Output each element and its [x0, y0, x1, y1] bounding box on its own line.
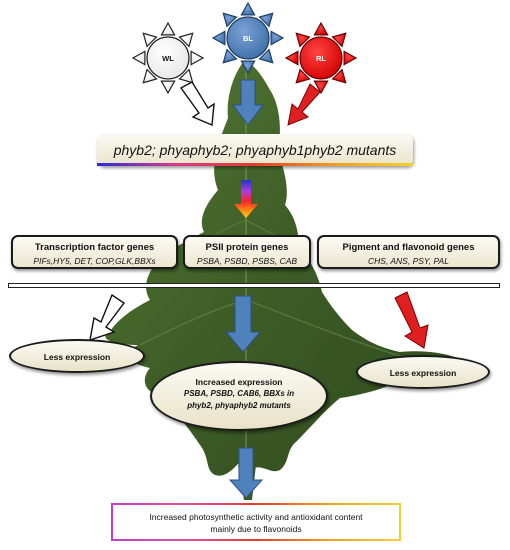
pigment-flavonoid-genes: CHS, ANS, PSY, PAL — [368, 256, 449, 266]
spectrum-arrow — [234, 180, 258, 218]
sun-ray — [270, 30, 285, 46]
sun-ray — [313, 80, 329, 95]
sun-ray — [142, 32, 158, 48]
sun-ray — [343, 50, 358, 66]
white-light-label: WL — [162, 54, 174, 63]
sun-ray — [178, 32, 194, 48]
final-outcome-line2: mainly due to flavonoids — [210, 524, 302, 534]
mutants-box: phyb2; phyaphyb2; phyaphyb1phyb2 mutants — [97, 134, 413, 166]
white-down-arrow — [89, 293, 126, 342]
sun-ray — [160, 80, 176, 95]
red-light-arrow — [287, 83, 321, 126]
sun-ray — [160, 21, 176, 36]
red-light-sun-icon: RL — [284, 21, 358, 95]
sun-ray — [295, 68, 311, 84]
sun-ray — [258, 48, 274, 64]
pigment-flavonoid-title: Pigment and flavonoid genes — [342, 242, 475, 253]
less-expression-right: Less expression — [356, 355, 490, 389]
increased-expression-line1: PSBA, PSBD, CAB6, BBXs in — [183, 389, 295, 398]
blue-light-arrow — [232, 79, 264, 126]
blue-final-arrow — [228, 447, 264, 499]
red-light-label: RL — [316, 54, 326, 63]
blue-light-label: BL — [243, 34, 253, 43]
sun-ray — [190, 50, 205, 66]
sun-ray — [295, 32, 311, 48]
leaf-vein-left — [139, 299, 247, 346]
increased-expression-title: Increased expression — [195, 377, 283, 387]
less-expression-left: Less expression — [9, 339, 145, 373]
transcription-factor-box: Transcription factor genes PIFs,HY5, DET… — [11, 235, 178, 269]
sun-ray — [258, 12, 274, 28]
white-light-sun-icon: WL — [131, 21, 205, 95]
sun-ray — [313, 21, 329, 36]
red-down-arrow — [394, 291, 429, 349]
sun-ray — [284, 50, 299, 66]
transcription-factor-genes: PIFs,HY5, DET, COP,GLK,BBXs — [33, 256, 156, 266]
transcription-factor-title: Transcription factor genes — [34, 242, 155, 253]
sun-ray — [222, 48, 238, 64]
increased-expression-line2: phyb2, phyaphyb2 mutants — [187, 401, 291, 410]
blue-light-sun-icon: BL — [211, 1, 285, 75]
sun-ray — [142, 68, 158, 84]
final-outcome-box: Increased photosynthetic activity and an… — [111, 503, 401, 541]
sun-ray — [331, 68, 347, 84]
final-outcome-line1: Increased photosynthetic activity and an… — [149, 512, 363, 522]
sun-ray — [240, 1, 256, 16]
sun-ray — [178, 68, 194, 84]
less-expression-right-label: Less expression — [389, 368, 457, 378]
blue-down-arrow — [224, 295, 262, 353]
psii-protein-box: PSII protein genes PSBA, PSBD, PSBS, CAB — [183, 235, 311, 269]
mutants-label: phyb2; phyaphyb2; phyaphyb1phyb2 mutants — [113, 142, 397, 158]
psii-protein-title: PSII protein genes — [205, 242, 289, 253]
white-light-arrow — [179, 81, 215, 127]
sun-ray — [211, 30, 226, 46]
pigment-flavonoid-box: Pigment and flavonoid genes CHS, ANS, PS… — [317, 235, 500, 269]
less-expression-left-label: Less expression — [43, 352, 111, 362]
increased-expression-ellipse: Increased expression PSBA, PSBD, CAB6, B… — [150, 361, 328, 431]
sun-ray — [131, 50, 146, 66]
sun-ray — [331, 32, 347, 48]
divider-bar — [8, 283, 500, 288]
sun-ray — [240, 60, 256, 75]
sun-ray — [222, 12, 238, 28]
psii-protein-genes: PSBA, PSBD, PSBS, CAB — [196, 256, 298, 266]
